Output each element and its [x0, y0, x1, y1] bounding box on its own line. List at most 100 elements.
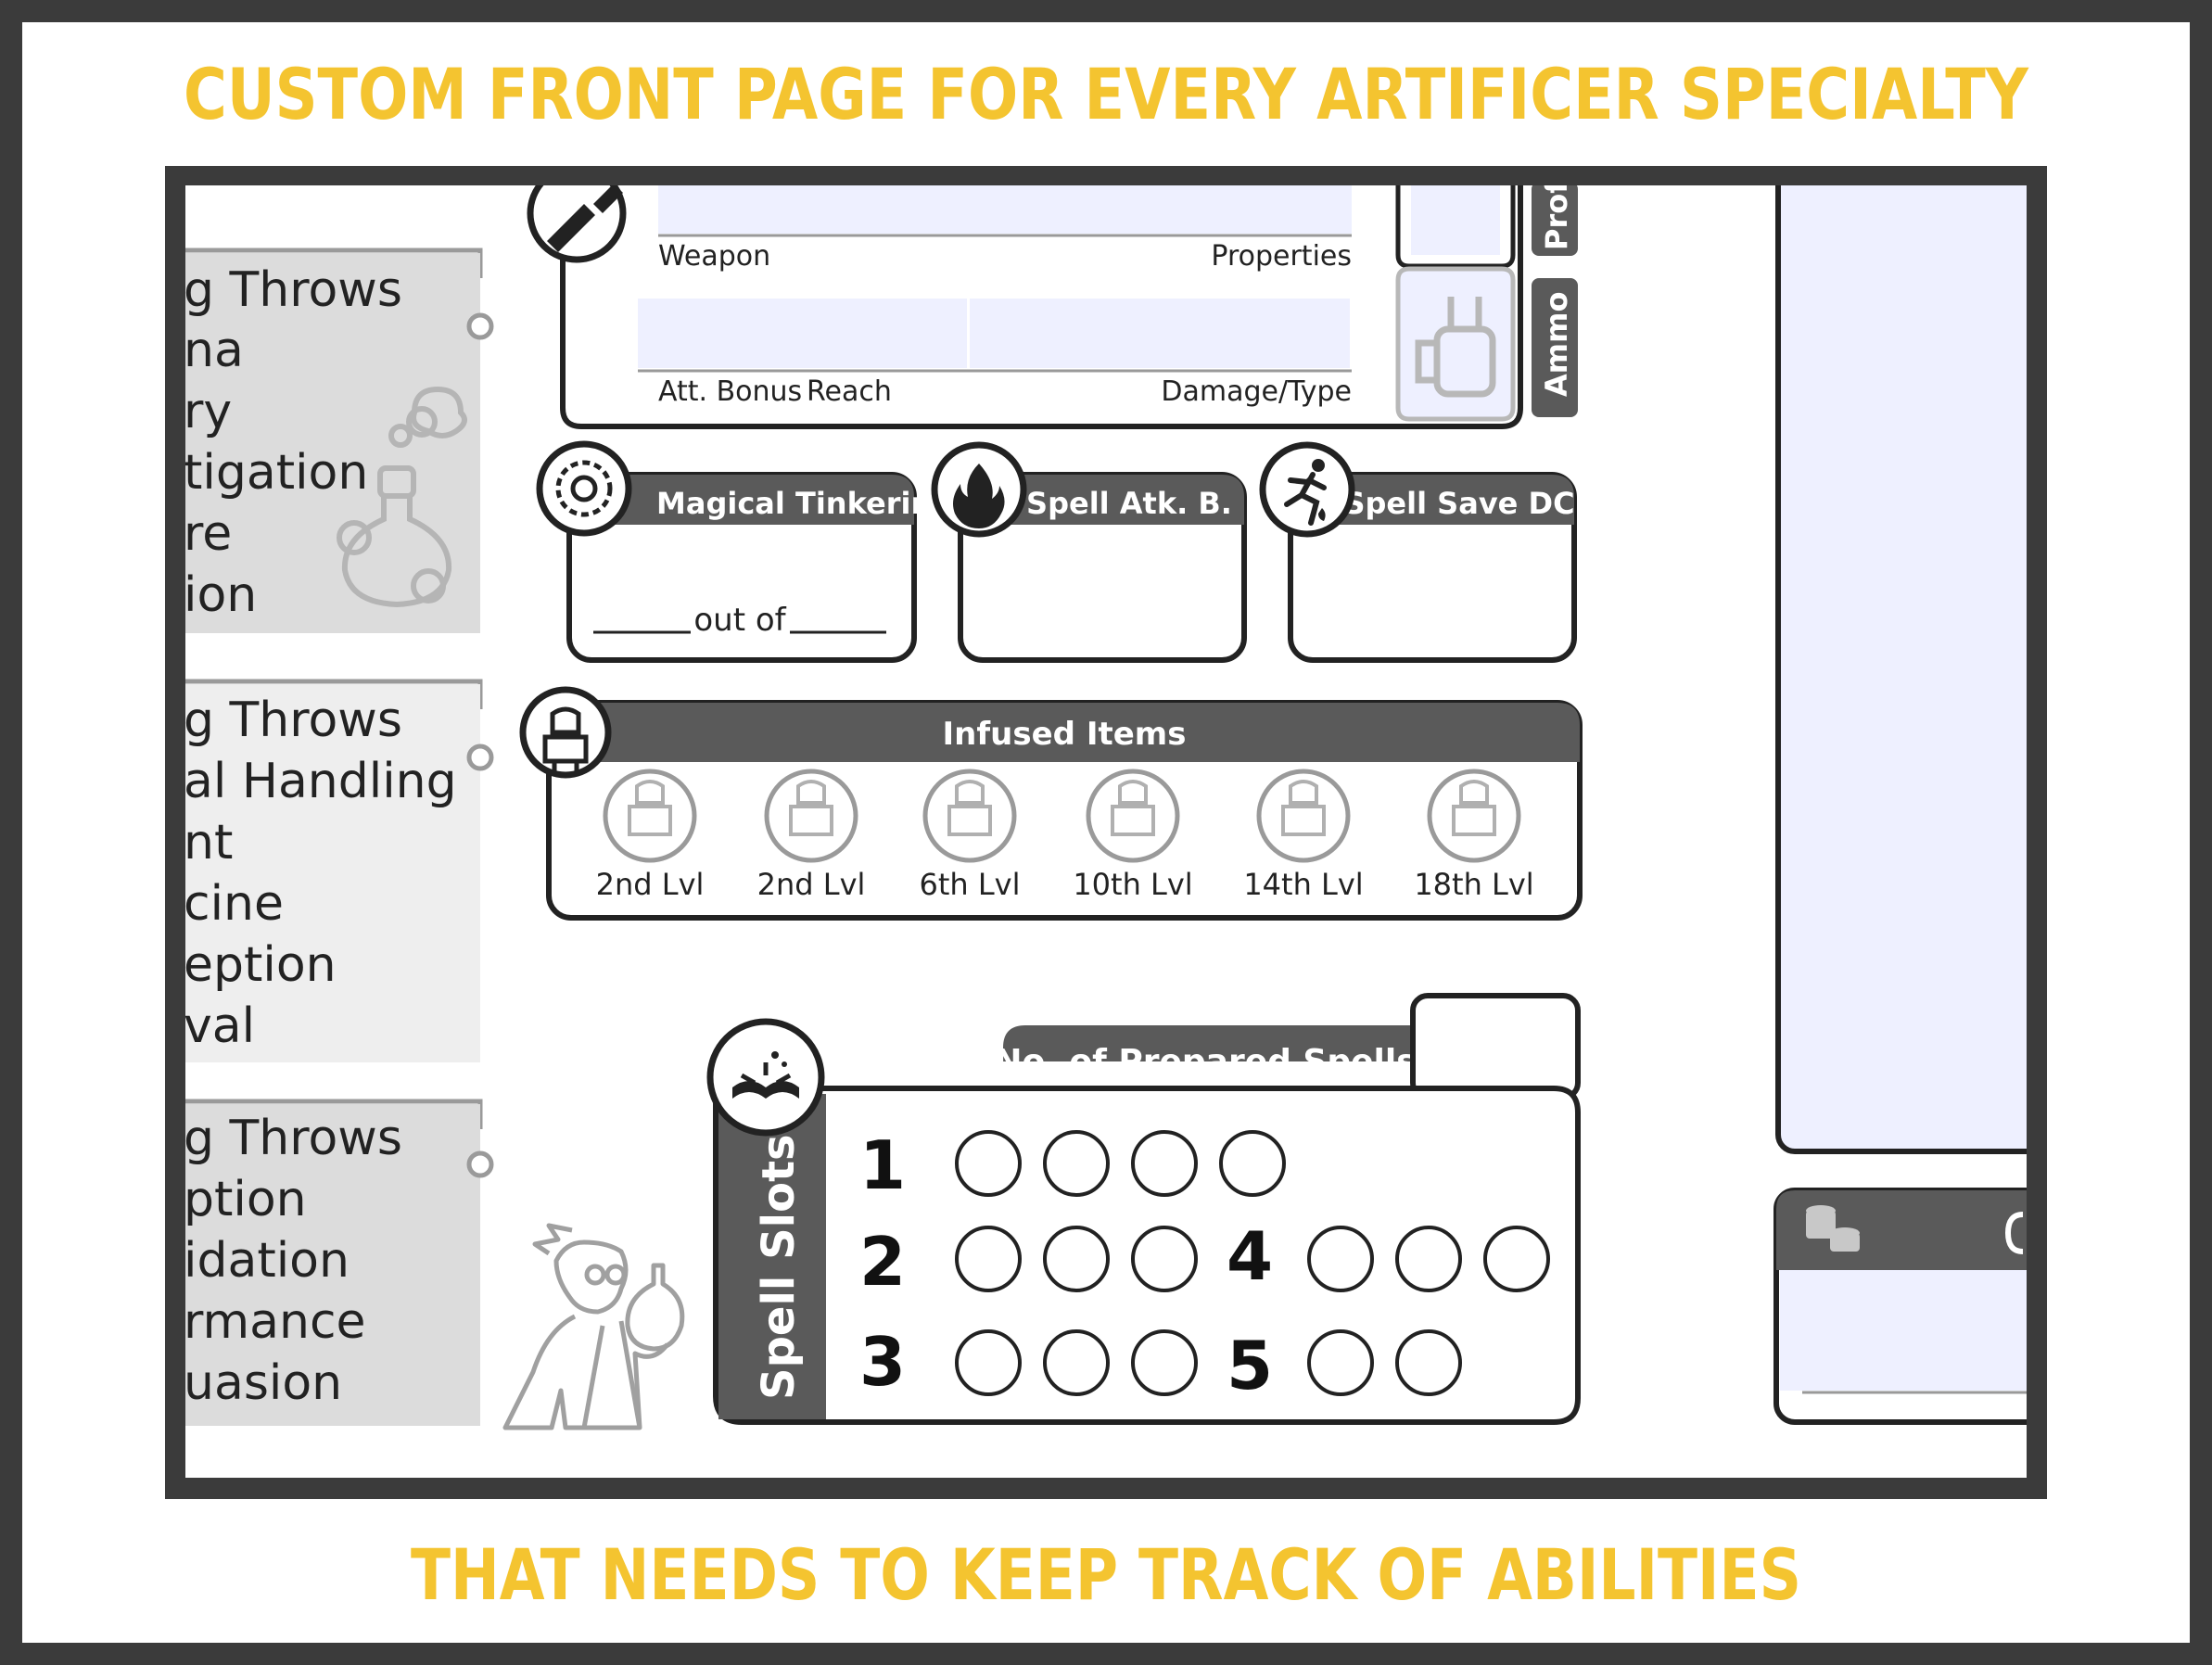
- skill-item: na: [184, 323, 244, 378]
- bottom-banner-text: THAT NEEDS TO KEEP TRACK OF ABILITIES: [411, 1533, 1801, 1616]
- knight-icon: [1111, 780, 1155, 836]
- skill-item: eption: [184, 937, 337, 993]
- infused-item-level: 10th Lvl: [1073, 867, 1192, 902]
- infused-item-level: 18th Lvl: [1414, 867, 1533, 902]
- attack-bonus-field[interactable]: [638, 299, 967, 368]
- running-figure-icon: [1259, 441, 1355, 538]
- skill-panel-3: g Throws ption idation rmance uasion: [184, 1099, 494, 1426]
- spell-slot-level-2[interactable]: [1043, 1226, 1110, 1292]
- magical-tinkering-title: Magical Tinkering: [656, 486, 953, 521]
- skill-panel-1: g Throws na ry tigation re ion: [184, 248, 494, 633]
- knight-icon: [519, 686, 612, 779]
- skill-panel-2: g Throws al Handling nt cine eption val: [184, 679, 494, 1062]
- knight-icon: [789, 780, 833, 836]
- ammo-icon: [1415, 297, 1496, 398]
- spell-save-box: Spell Save DC: [1259, 441, 1577, 663]
- slot-level-4: 4: [1227, 1217, 1273, 1295]
- prof-tab: [1532, 185, 1578, 256]
- infused-item-circle[interactable]: [603, 769, 697, 863]
- infused-slots: 2nd Lvl 2nd Lvl 6th Lvl 10th Lvl 14th Lvl 18t…: [596, 769, 1534, 902]
- notes-field[interactable]: [1775, 139, 2084, 1154]
- skill-item: re: [184, 506, 232, 562]
- infused-item-circle[interactable]: [1086, 769, 1180, 863]
- spell-slot-level-4[interactable]: [1395, 1226, 1462, 1292]
- skill-item: tigation: [184, 445, 368, 501]
- prepared-spells-tab: No. of Prepared Spells: [994, 993, 1581, 1100]
- prepared-spells-field[interactable]: [1410, 993, 1581, 1100]
- infused-item-level: 2nd Lvl: [757, 867, 866, 902]
- spell-attack-box: Spell Atk. B.: [931, 441, 1247, 663]
- spell-slot-level-5[interactable]: [1395, 1329, 1462, 1396]
- infused-item-slot[interactable]: 14th Lvl: [1243, 769, 1364, 902]
- spell-slot-level-2[interactable]: [955, 1226, 1022, 1292]
- prof-ammo-column: Prof Ammo: [1395, 180, 1578, 422]
- att-bonus-label: Att. Bonus: [658, 375, 802, 408]
- magical-tinkering-box: Magical Tinkering out of: [536, 440, 953, 663]
- skill-saving-throws-3: g Throws: [184, 1111, 402, 1166]
- top-banner-text: CUSTOM FRONT PAGE FOR EVERY ARTIFICER SP…: [184, 53, 2029, 135]
- artificer-character-icon: [502, 1223, 685, 1430]
- slot-level-1: 1: [859, 1126, 906, 1204]
- infused-item-slot[interactable]: 6th Lvl: [919, 769, 1021, 902]
- spell-slots-box: Spell Slots 1 2 3 4 5: [706, 1018, 1581, 1425]
- infused-item-level: 6th Lvl: [919, 867, 1020, 902]
- skill-item: uasion: [184, 1355, 342, 1411]
- slot-level-2: 2: [859, 1223, 906, 1301]
- knight-icon: [1281, 780, 1326, 836]
- coins-field[interactable]: [1780, 1270, 2082, 1391]
- infused-item-level: 14th Lvl: [1243, 867, 1363, 902]
- spell-slot-level-3[interactable]: [1043, 1329, 1110, 1396]
- weapon-field[interactable]: [658, 185, 1352, 234]
- reach-label: Reach: [807, 375, 892, 408]
- spell-attack-title: Spell Atk. B.: [1026, 486, 1232, 521]
- out-of-label: out of: [693, 602, 786, 639]
- infused-item-slot[interactable]: 10th Lvl: [1073, 769, 1193, 902]
- right-notes-panel: [1775, 139, 2084, 1154]
- spell-slot-level-3[interactable]: [955, 1329, 1022, 1396]
- skill-item: nt: [184, 815, 233, 871]
- spell-slot-level-3[interactable]: [1131, 1329, 1198, 1396]
- prof-field[interactable]: [1411, 185, 1500, 255]
- infused-item-circle[interactable]: [764, 769, 858, 863]
- infused-item-circle[interactable]: [1256, 769, 1351, 863]
- infused-item-slot[interactable]: 18th Lvl: [1414, 769, 1534, 902]
- properties-label: Properties: [1211, 240, 1352, 273]
- spell-slot-level-4[interactable]: [1307, 1226, 1374, 1292]
- spell-slot-level-1[interactable]: [955, 1130, 1022, 1197]
- skill-item: cine: [184, 876, 284, 932]
- damage-type-label: Damage/Type: [1161, 375, 1352, 408]
- skill-item: ption: [184, 1172, 307, 1227]
- spell-slot-level-1[interactable]: [1131, 1130, 1198, 1197]
- potion-icon: [337, 386, 467, 608]
- spell-slot-level-5[interactable]: [1307, 1329, 1374, 1396]
- weapon-block: Weapon Properties Att. Bonus Reach Damag…: [527, 185, 1523, 429]
- prof-tab-label: Prof: [1539, 180, 1574, 250]
- skill-item: ion: [184, 567, 257, 623]
- coins-icon: [1806, 1205, 1860, 1252]
- infused-item-circle[interactable]: [922, 769, 1017, 863]
- damage-type-field[interactable]: [970, 299, 1350, 368]
- ammo-tab: [1532, 278, 1578, 417]
- infused-item-slot[interactable]: 2nd Lvl: [596, 769, 705, 902]
- spell-slot-level-4[interactable]: [1483, 1226, 1550, 1292]
- prepared-spells-title: No. of Prepared Spells: [994, 1043, 1416, 1081]
- knight-icon: [947, 780, 992, 836]
- skill-item: rmance: [184, 1294, 366, 1350]
- ammo-tab-label: Ammo: [1539, 292, 1574, 397]
- infused-item-circle[interactable]: [1427, 769, 1521, 863]
- slot-level-5: 5: [1227, 1327, 1273, 1404]
- spell-slot-level-1[interactable]: [1219, 1130, 1286, 1197]
- skill-item: ry: [184, 384, 232, 439]
- infused-item-slot[interactable]: 2nd Lvl: [757, 769, 866, 902]
- knight-icon: [1452, 780, 1496, 836]
- weapon-label: Weapon: [658, 240, 770, 273]
- skill-item: al Handling: [184, 754, 457, 809]
- spell-slot-level-1[interactable]: [1043, 1130, 1110, 1197]
- coins-panel: [1773, 1188, 2082, 1425]
- spell-slot-level-2[interactable]: [1131, 1226, 1198, 1292]
- slot-circles: [955, 1130, 1550, 1396]
- spell-save-title: Spell Save DC: [1343, 486, 1574, 521]
